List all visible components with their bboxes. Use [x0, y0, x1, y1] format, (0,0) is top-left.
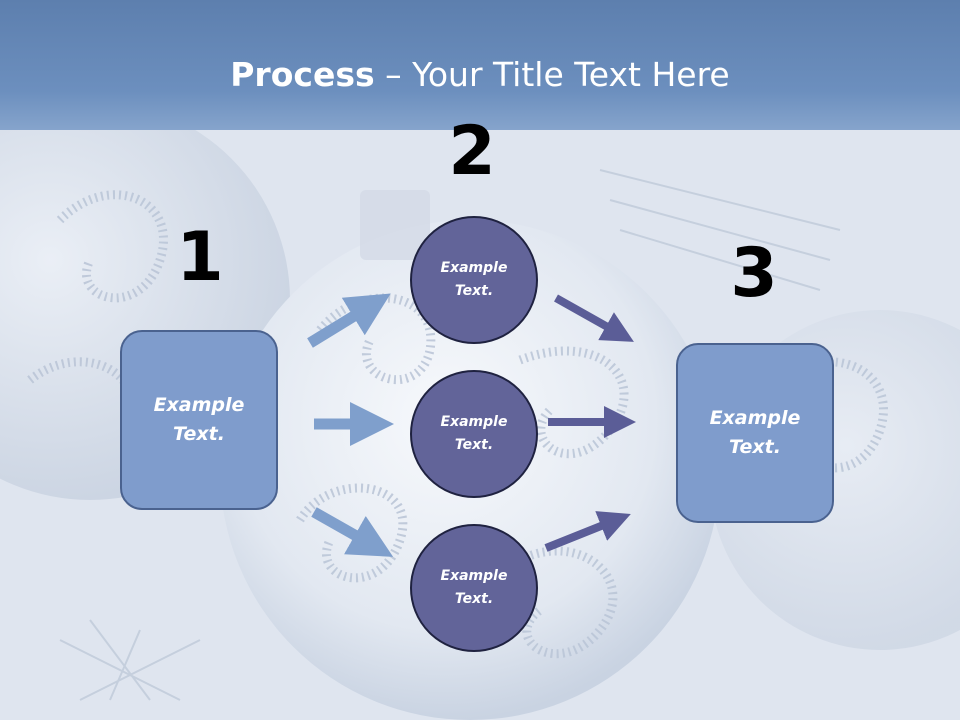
- step-number-1: 1: [176, 218, 224, 297]
- circle-middle: Example Text.: [410, 370, 538, 498]
- right-box: Example Text.: [676, 343, 834, 523]
- circle-top-label: Example Text.: [440, 260, 508, 299]
- title-bold: Process: [230, 55, 375, 94]
- circle-bottom-label: Example Text.: [440, 568, 508, 607]
- circle-middle-label: Example Text.: [440, 414, 508, 453]
- left-box-label: Example Text.: [153, 394, 245, 445]
- arrow-left-to-top: [307, 293, 391, 348]
- title-band: [0, 0, 960, 130]
- arrow-left-to-bottom: [311, 507, 394, 557]
- step-number-3: 3: [730, 234, 778, 313]
- circle-top: Example Text.: [410, 216, 538, 344]
- arrow-top-to-right: [554, 294, 634, 342]
- left-box: Example Text.: [120, 330, 278, 510]
- title-rest: – Your Title Text Here: [374, 55, 730, 94]
- slide-title: Process – Your Title Text Here: [0, 54, 960, 96]
- circle-bottom: Example Text.: [410, 524, 538, 652]
- right-box-label: Example Text.: [709, 407, 801, 458]
- step-number-2: 2: [448, 112, 496, 191]
- arrow-bottom-to-right: [544, 511, 631, 552]
